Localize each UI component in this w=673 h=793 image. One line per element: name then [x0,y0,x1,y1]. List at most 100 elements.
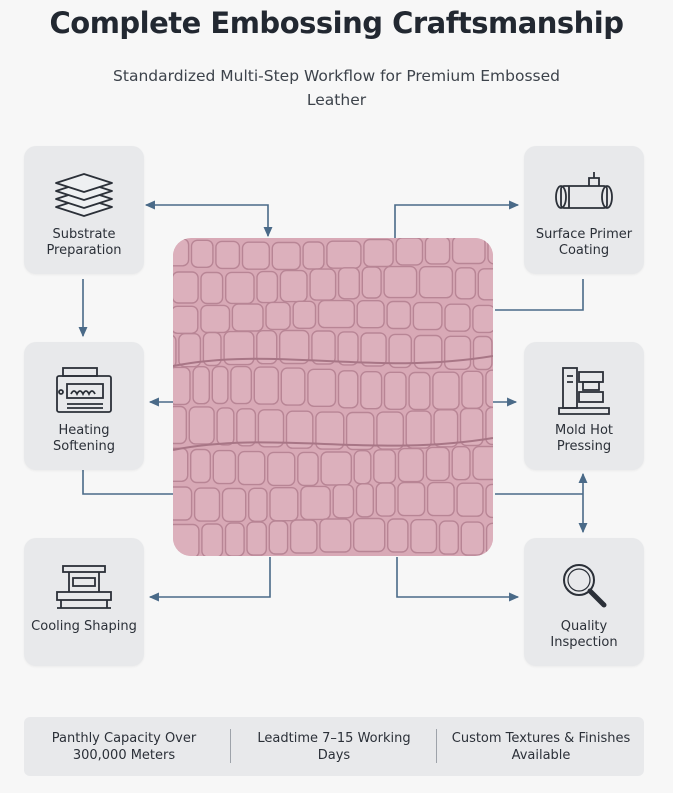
leather-scale [278,329,310,365]
leather-scale [231,303,264,332]
step-label: Mold Hot Pressing [555,423,613,454]
leather-scale [363,238,394,268]
page-title: Complete Embossing Craftsmanship [49,6,624,40]
leather-scale [383,265,418,299]
leather-scale [360,332,387,367]
press-table-icon [56,565,112,609]
leather-scale [192,365,211,405]
leather-crease [173,355,493,367]
leather-scale [246,521,267,556]
leather-scale [412,301,443,331]
leather-scale [173,366,191,406]
leather-scale [345,411,375,451]
leather-scale [256,270,279,304]
leather-scale [279,269,308,303]
leather-scale [388,333,413,369]
step-card-cooling-shaping: Cooling Shaping [24,538,144,666]
leather-scale [337,370,359,409]
leather-scale [432,371,460,410]
leather-scale [426,481,455,517]
leather-scale [356,300,385,329]
leather-scale [397,481,426,517]
step-label: Quality Inspection [550,619,618,650]
leather-scale [311,330,336,365]
hot-press-icon [558,367,610,415]
leather-scale [256,329,278,365]
leather-scale [353,449,372,485]
leather-scale [241,241,270,270]
leather-scale [173,405,187,445]
leather-scale [190,239,214,268]
leather-scale [315,411,345,450]
leather-scale [223,330,255,366]
leather-scale [178,332,202,368]
leather-scale [361,266,382,299]
leather-scale [410,519,438,554]
leather-scale [173,486,193,521]
footer-custom-textures: Custom Textures & Finishes Available [451,731,631,763]
leather-scale [285,410,314,449]
leather-scale [320,451,353,486]
leather-scale [477,268,493,301]
leather-scale [225,271,255,305]
footer-capacity: Panthly Capacity Over 300,000 Meters [51,731,197,763]
footer-leadtime: Leadtime 7–15 Working Days [257,731,411,763]
leather-scale [326,240,362,269]
leather-scale [444,335,472,371]
leather-scale [461,370,484,410]
leather-scale [211,365,229,405]
leather-scale [397,447,425,483]
leather-scale [485,483,493,519]
leather-scale [386,518,409,553]
leather-scale [297,451,319,487]
leather-scale [257,409,285,448]
leather-scale [193,487,221,522]
leather-scale [212,449,237,485]
leather-scale [472,304,493,334]
leather-scale [173,447,189,482]
leather-scale [173,305,199,334]
leather-scale [173,334,177,368]
leather-scale [200,271,224,305]
leather-scale [280,367,306,406]
leather-scale [337,331,359,366]
leather-scale [451,445,471,481]
leather-scale [485,369,493,408]
leather-scale [289,519,318,554]
leather-scale [438,520,459,555]
leather-scale [300,485,331,521]
leather-scale [376,411,404,450]
leather-scale [433,409,459,448]
leather-scale [302,241,325,270]
leather-scale [202,331,222,367]
leather-scale [173,523,200,556]
leather-scale [418,266,454,299]
step-label: Cooling Shaping [31,619,137,634]
leather-scale [201,523,224,556]
leather-scale [460,521,485,556]
leather-scale [236,408,257,447]
step-card-mold-hot-pressing: Mold Hot Pressing [524,342,644,470]
step-label: Surface Primer Coating [535,227,633,258]
leather-scale [472,335,493,371]
leather-scale [221,487,247,523]
leather-scale [456,482,484,517]
leather-scale [485,406,493,446]
magnifier-icon [563,564,607,608]
leather-scale [292,300,317,329]
leather-scale [337,267,361,300]
roller-coater-icon [555,172,613,209]
leather-scale [383,371,407,411]
step-card-surface-primer-coating: Surface Primer Coating [524,146,644,274]
leather-scale [332,484,355,519]
leather-scale [265,301,291,331]
leather-scale [307,368,337,408]
step-card-quality-inspection: Quality Inspection [524,538,644,666]
leather-scale [373,449,397,484]
leather-scale [237,450,266,486]
leather-scale [309,268,337,301]
leather-scale [173,271,199,304]
leather-scale [200,304,231,334]
step-card-substrate-preparation: Substrate Preparation [24,146,144,274]
